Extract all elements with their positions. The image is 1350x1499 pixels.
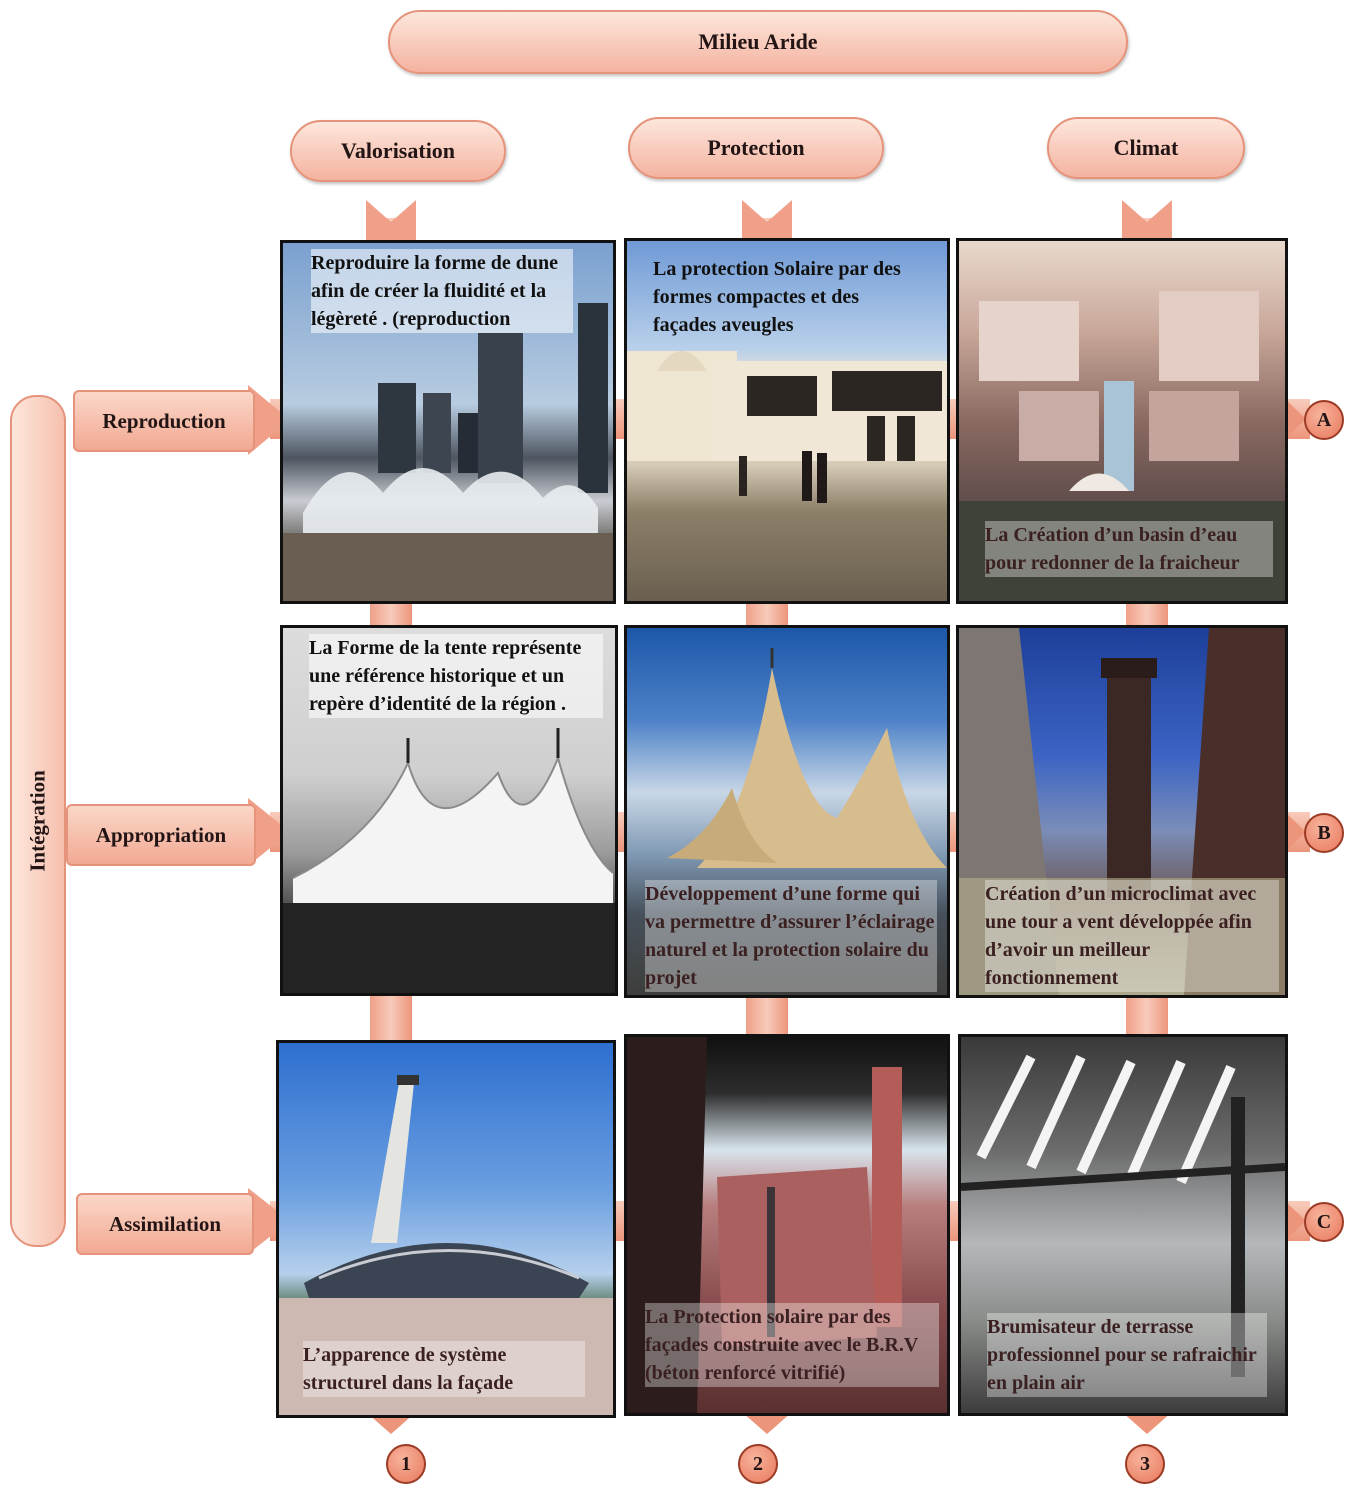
terrace-mister-pergola-image (961, 1054, 1285, 1377)
column-3-chevron (1122, 200, 1172, 244)
row-marker-letter: A (1316, 408, 1332, 431)
cell-c1-caption: L’apparence de système structurel dans l… (303, 1341, 585, 1397)
photo-cell-b1: La Forme de la tente représente une réfé… (280, 625, 618, 996)
integration-label: Intégration (25, 770, 50, 872)
column-header-label: Protection (707, 135, 805, 160)
column-2-arrowhead (742, 1412, 792, 1434)
photo-cell-a2: La protection Solaire par des formes com… (624, 238, 950, 604)
water-basin-city-image (959, 291, 1285, 601)
row-c-arrowhead (248, 1188, 290, 1254)
row-marker-a: A (1304, 400, 1344, 440)
cell-b3-caption: Création d’un microclimat avec une tour … (985, 880, 1279, 992)
row-b-tip (1286, 813, 1306, 851)
column-header-label: Valorisation (340, 138, 456, 163)
olympic-stadium-image (279, 1075, 613, 1415)
cell-b2-caption: Développement d’une forme qui va permett… (645, 880, 937, 992)
photo-cell-c3: Brumisateur de terrasse professionnel po… (958, 1034, 1288, 1416)
row-c-tip (1286, 1202, 1306, 1240)
column-header-protection: Protection (628, 117, 884, 179)
row-label-assimilation: Assimilation (76, 1193, 254, 1255)
row-a-tip (1286, 400, 1306, 438)
column-header-label: Climat (1113, 135, 1179, 160)
brv-facade-image (627, 1037, 902, 1413)
column-header-valorisation: Valorisation (290, 120, 506, 182)
photo-cell-c1: L’apparence de système structurel dans l… (276, 1040, 616, 1418)
photo-cell-c2: La Protection solaire par des façades co… (624, 1034, 950, 1416)
cell-c2-caption: La Protection solaire par des façades co… (645, 1303, 939, 1387)
column-3-arrowhead (1122, 1412, 1172, 1434)
column-marker-number: 2 (753, 1452, 763, 1475)
row-marker-letter: C (1316, 1210, 1332, 1233)
row-label-text: Assimilation (108, 1211, 221, 1236)
row-b-arrowhead (248, 798, 290, 866)
photo-cell-b2: Développement d’une forme qui va permett… (624, 625, 950, 998)
wind-tower-image (959, 628, 1285, 995)
column-marker-3: 3 (1125, 1444, 1165, 1484)
column-2-chevron (742, 200, 792, 244)
row-label-text: Reproduction (102, 408, 226, 433)
row-a-arrowhead (248, 385, 290, 455)
cell-c3-caption: Brumisateur de terrasse professionnel po… (987, 1313, 1267, 1397)
row-marker-c: C (1304, 1202, 1344, 1242)
photo-cell-a1: Reproduire la forme de dune afin de crée… (280, 240, 616, 604)
row-label-text: Appropriation (95, 822, 227, 847)
row-label-reproduction: Reproduction (73, 390, 255, 452)
title-milieu-aride: Milieu Aride (388, 10, 1128, 74)
compact-facade-buildings-image (627, 351, 947, 503)
cell-b1-caption: La Forme de la tente représente une réfé… (309, 634, 603, 718)
cell-a3-caption: La Création d’un basin d’eau pour redonn… (985, 521, 1273, 577)
row-marker-b: B (1304, 813, 1344, 853)
column-marker-number: 1 (401, 1452, 411, 1475)
row-marker-letter: B (1317, 821, 1331, 844)
column-marker-number: 3 (1140, 1452, 1150, 1475)
cell-a2-caption: La protection Solaire par des formes com… (653, 258, 901, 336)
row-label-appropriation: Appropriation (66, 804, 256, 866)
photo-cell-b3: Création d’un microclimat avec une tour … (956, 625, 1288, 998)
cell-a1-caption: Reproduire la forme de dune afin de crée… (311, 249, 573, 333)
column-marker-2: 2 (738, 1444, 778, 1484)
integration-bar: Intégration (10, 395, 66, 1247)
dune-roof-building-image (283, 303, 613, 601)
tent-roof-protection-image (667, 648, 947, 868)
column-header-climat: Climat (1047, 117, 1245, 179)
tent-structure-image (283, 728, 615, 993)
title-text: Milieu Aride (698, 29, 818, 54)
column-1-chevron (366, 200, 416, 244)
photo-cell-a3: La Création d’un basin d’eau pour redonn… (956, 238, 1288, 604)
column-marker-1: 1 (386, 1444, 426, 1484)
